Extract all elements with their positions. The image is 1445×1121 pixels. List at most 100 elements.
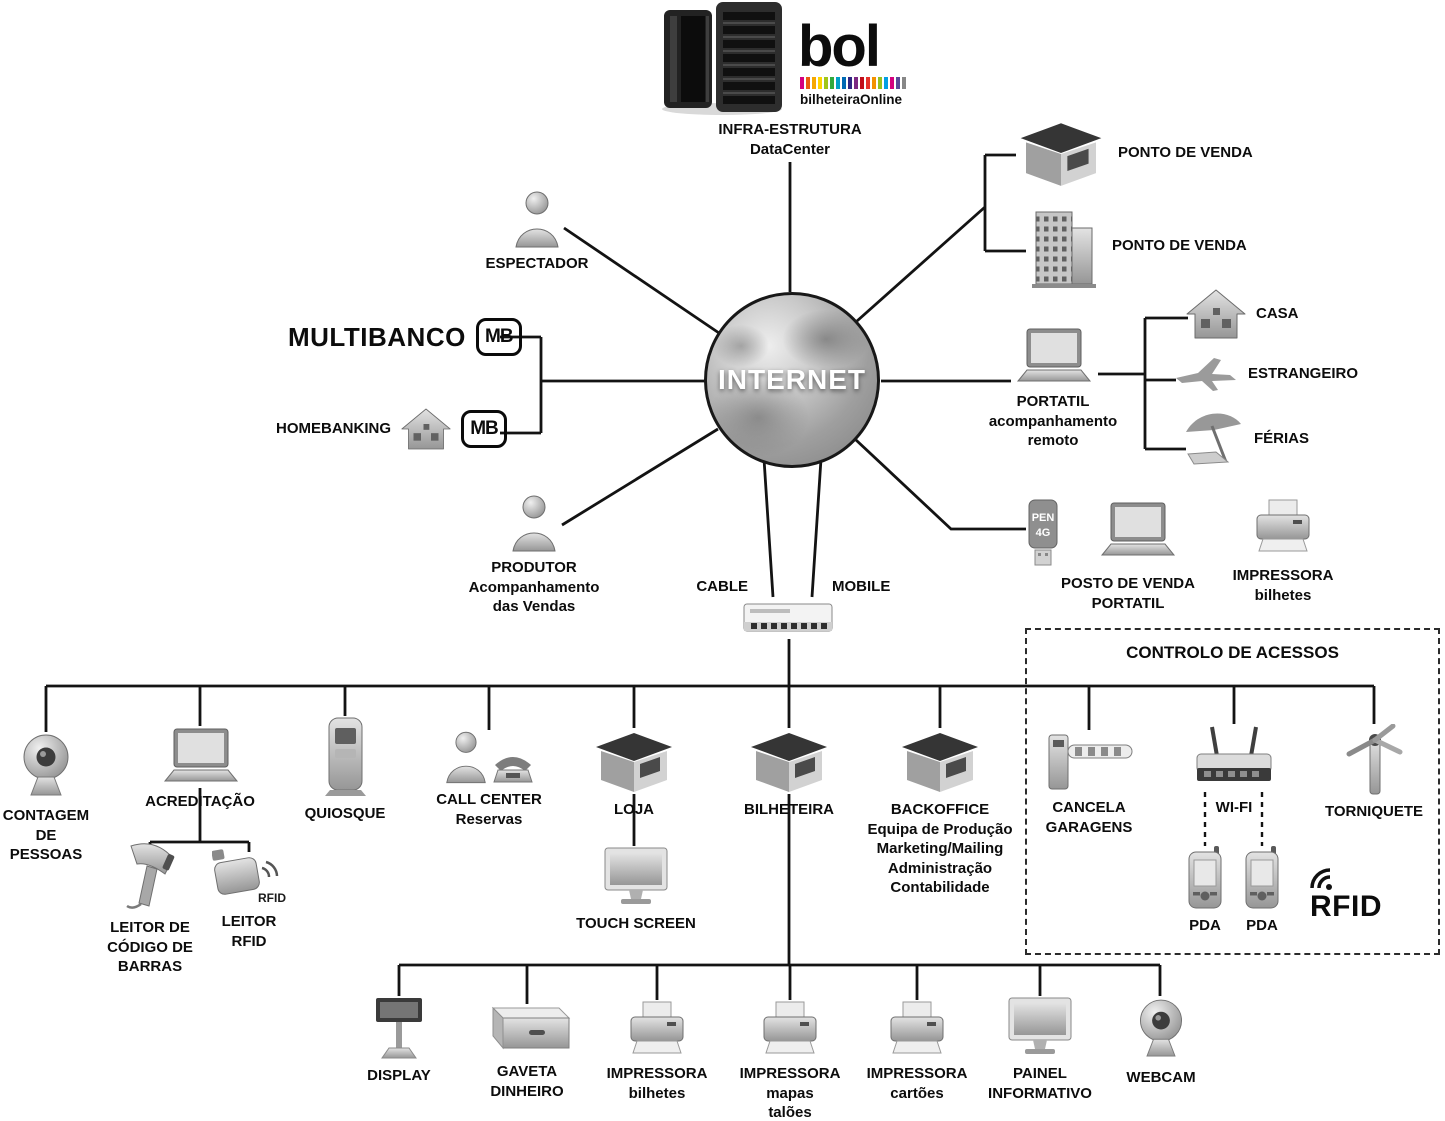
impressora-cartoes-label: IMPRESSORA cartões xyxy=(866,1065,968,1102)
contagem-label: CONTAGEM DE PESSOAS xyxy=(2,807,90,863)
datacenter-node xyxy=(656,0,790,116)
leitor-rfid-label: LEITOR RFID xyxy=(221,913,277,950)
impressora-top-label: IMPRESSORA bilhetes xyxy=(1232,567,1334,604)
pda2-node: PDA xyxy=(1234,846,1290,936)
posto-venda-label: POSTO DE VENDA PORTATIL xyxy=(1061,575,1195,612)
loja-label: LOJA xyxy=(613,801,654,818)
multibanco-node: MULTIBANCO MB xyxy=(288,318,522,356)
quiosque-node: QUIOSQUE xyxy=(285,716,405,824)
person-icon xyxy=(515,191,559,248)
posto-venda-laptop-node xyxy=(1094,500,1180,560)
posto-venda-label-node: POSTO DE VENDA PORTATIL xyxy=(1038,574,1218,613)
cable-label-node: CABLE xyxy=(660,577,748,597)
wifi-router-icon xyxy=(1196,726,1272,781)
painel-node: PAINEL INFORMATIVO xyxy=(970,996,1110,1103)
display-label: DISPLAY xyxy=(367,1067,431,1084)
datacenter-label: INFRA-ESTRUTURA DataCenter xyxy=(718,121,862,158)
access-control-box: CONTROLO DE ACESSOS xyxy=(1025,628,1440,955)
warehouse-icon xyxy=(1020,123,1102,186)
cancela-node: CANCELA GARAGENS xyxy=(1034,730,1144,837)
pda-icon xyxy=(1188,846,1222,909)
kiosk-icon xyxy=(325,717,366,796)
ponto-venda-1-node: PONTO DE VENDA xyxy=(1014,118,1253,188)
casa-label: CASA xyxy=(1256,305,1299,323)
acreditacao-node: ACREDITAÇÃO xyxy=(135,726,265,812)
mobile-label-node: MOBILE xyxy=(832,577,922,597)
pen-label-line2: 4G xyxy=(1036,527,1051,539)
gaveta-label: GAVETA DINHEIRO xyxy=(490,1063,564,1100)
laptop-icon xyxy=(1016,328,1092,382)
impressora-cartoes-node: IMPRESSORA cartões xyxy=(857,1000,977,1103)
torniquete-label: TORNIQUETE xyxy=(1324,803,1424,820)
bilheteira-label: BILHETEIRA xyxy=(744,801,834,818)
network-switch-icon xyxy=(743,603,833,632)
person-icon xyxy=(446,731,486,784)
pda1-node: PDA xyxy=(1177,846,1233,936)
rfid-signal-icon xyxy=(1310,868,1332,890)
pen-label-line1: PEN xyxy=(1032,512,1055,524)
store-icon xyxy=(596,733,672,792)
phone-icon xyxy=(493,757,533,783)
bilheteira-node: BILHETEIRA xyxy=(729,728,849,820)
wifi-node: WI-FI xyxy=(1174,724,1294,818)
pda2-label: PDA xyxy=(1246,917,1278,934)
bol-stripes xyxy=(800,77,906,90)
internet-label: INTERNET xyxy=(718,364,866,395)
printer-icon xyxy=(1256,499,1310,552)
switch-node xyxy=(742,597,834,639)
beach-umbrella-icon xyxy=(1186,413,1241,465)
touch-screen-node: TOUCH SCREEN xyxy=(561,846,711,934)
person-icon xyxy=(512,495,556,552)
portatil-node: PORTATIL acompanhamento remoto xyxy=(971,326,1135,451)
leitor-codigo-label: LEITOR DE CÓDIGO DE BARRAS xyxy=(107,919,193,975)
house-icon xyxy=(1186,289,1246,339)
pda1-label: PDA xyxy=(1189,917,1221,934)
bol-logo-subtext: bilheteiraOnline xyxy=(800,92,903,108)
internet-globe: INTERNET xyxy=(704,292,880,468)
backoffice-node: BACKOFFICE Equipa de Produção Marketing/… xyxy=(855,728,1025,898)
produtor-label: PRODUTOR Acompanhamento das Vendas xyxy=(468,559,600,615)
printer-icon xyxy=(890,1001,944,1054)
impressora-mapas-node: IMPRESSORA mapas talões xyxy=(730,1000,850,1121)
impressora-top-node: IMPRESSORA bilhetes xyxy=(1218,498,1348,605)
pole-display-icon xyxy=(376,998,422,1059)
backoffice-label: BACKOFFICE Equipa de Produção Marketing/… xyxy=(867,801,1013,896)
contagem-node: CONTAGEM DE PESSOAS xyxy=(0,732,92,865)
turnstile-icon xyxy=(1346,724,1403,795)
torniquete-node: TORNIQUETE xyxy=(1314,724,1434,822)
ponto-venda-2-label: PONTO DE VENDA xyxy=(1112,237,1247,255)
bol-logo-text: bol xyxy=(798,14,881,79)
call-center-label: CALL CENTER Reservas xyxy=(436,791,542,828)
loja-node: LOJA xyxy=(574,728,694,820)
leitor-rfid-node: RFID LEITOR RFID xyxy=(204,848,294,951)
rfid-logo-node: RFID xyxy=(1300,866,1392,922)
cancela-label: CANCELA GARAGENS xyxy=(1045,799,1133,836)
acreditacao-label: ACREDITAÇÃO xyxy=(145,793,255,810)
webcam-icon xyxy=(23,734,69,796)
rfid-reader-icon: RFID xyxy=(212,849,286,905)
homebanking-label: HOMEBANKING xyxy=(276,420,391,438)
ferias-label: FÉRIAS xyxy=(1254,430,1310,448)
laptop-icon xyxy=(163,728,239,782)
datacenter-label-node: INFRA-ESTRUTURA DataCenter xyxy=(690,120,890,159)
impressora-bilhetes-node: IMPRESSORA bilhetes xyxy=(597,1000,717,1103)
access-control-title: CONTROLO DE ACESSOS xyxy=(1126,643,1339,662)
display-node: DISPLAY xyxy=(349,996,449,1086)
estrangeiro-label: ESTRANGEIRO xyxy=(1248,365,1359,383)
rfid-tag-label: RFID xyxy=(258,891,286,905)
printer-icon xyxy=(630,1001,684,1054)
store-icon xyxy=(751,733,827,792)
store-icon xyxy=(902,733,978,792)
monitor-icon xyxy=(1008,997,1072,1054)
espectador-node: ESPECTADOR xyxy=(469,190,605,274)
laptop-icon xyxy=(1100,502,1176,556)
ferias-node: FÉRIAS xyxy=(1184,410,1309,468)
cable-label: CABLE xyxy=(696,578,748,595)
leitor-codigo-node: LEITOR DE CÓDIGO DE BARRAS xyxy=(95,842,205,977)
webcam-label: WEBCAM xyxy=(1126,1069,1196,1086)
house-icon xyxy=(401,408,451,450)
mb-icon: MB xyxy=(461,410,507,448)
touchscreen-monitor-icon xyxy=(604,847,668,904)
gaveta-node: GAVETA DINHEIRO xyxy=(472,1004,582,1101)
